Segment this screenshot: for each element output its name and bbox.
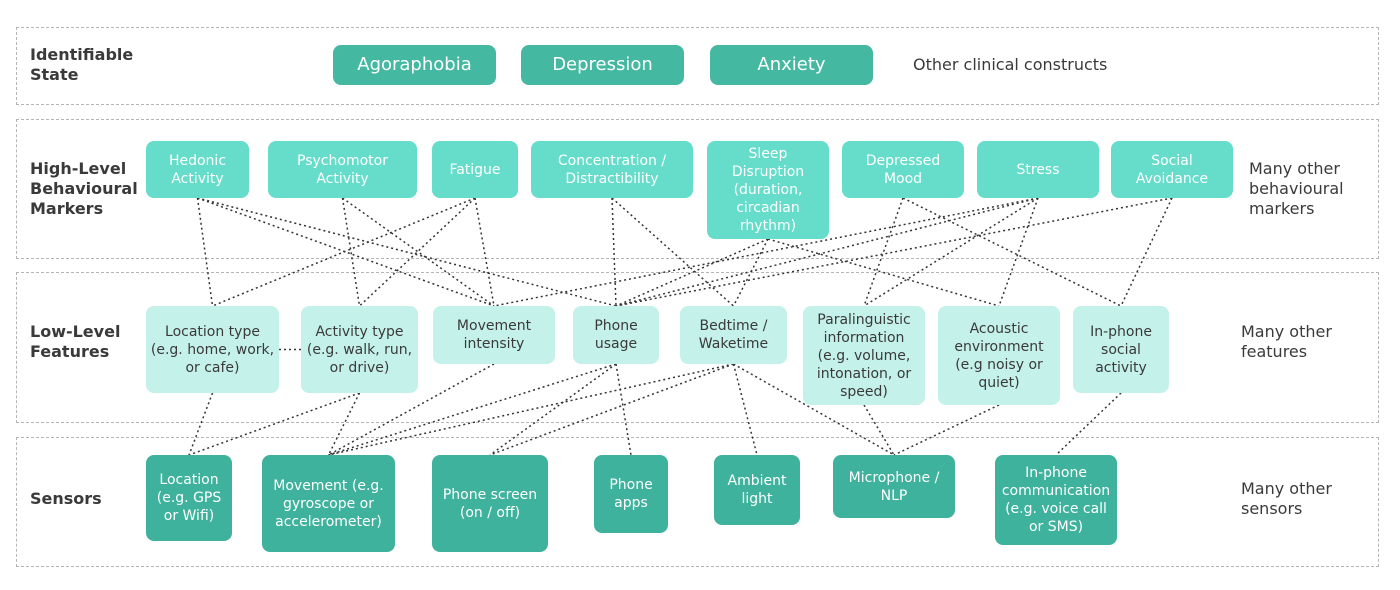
link-high-2-low-0 (212, 197, 476, 307)
feature-activity-type: Activity type (e.g. walk, run, or drive) (301, 306, 418, 393)
link-high-0-low-0 (196, 197, 214, 307)
link-low-1-sensor-1 (327, 392, 361, 456)
marker-concentration: Concentration / Distractibility (531, 141, 693, 198)
link-high-4-low-4 (732, 238, 769, 307)
other-features: Many other features (1241, 322, 1332, 361)
link-high-7-low-7 (1120, 197, 1173, 307)
low-level-row (16, 272, 1379, 423)
sensor-ambient-light: Ambient light (714, 455, 800, 525)
link-low-4-sensor-1 (328, 363, 734, 456)
feature-acoustic-environment: Acoustic environment (e.g noisy or quiet… (938, 306, 1060, 405)
other-clinical-constructs: Other clinical constructs (913, 55, 1108, 74)
marker-depressed-mood: Depressed Mood (842, 141, 964, 198)
link-high-2-low-1 (358, 197, 476, 307)
link-high-1-low-2 (342, 197, 495, 307)
link-high-2-low-2 (474, 197, 495, 307)
high-level-label: High-Level Behavioural Markers (30, 159, 138, 218)
marker-fatigue: Fatigue (432, 141, 518, 198)
sensor-microphone-nlp: Microphone / NLP (833, 455, 955, 518)
link-low-3-sensor-3 (615, 363, 632, 456)
feature-in-phone-social-activity: In-phone social activity (1073, 306, 1169, 393)
link-low-5-sensor-5 (863, 404, 895, 456)
feature-bedtime-waketime: Bedtime / Waketime (680, 306, 787, 364)
sensors-label: Sensors (30, 489, 102, 508)
marker-stress: Stress (977, 141, 1099, 198)
feature-location-type: Location type (e.g. home, work, or cafe) (146, 306, 279, 393)
identifiable-state-row (16, 27, 1379, 105)
link-low-4-sensor-2 (489, 363, 734, 456)
link-low-3-sensor-1 (328, 363, 617, 456)
marker-social-avoidance: Social Avoidance (1111, 141, 1233, 198)
link-low-7-sensor-6 (1055, 392, 1122, 456)
feature-phone-usage: Phone usage (573, 306, 659, 364)
state-anxiety: Anxiety (710, 45, 873, 85)
link-low-3-sensor-2 (489, 363, 617, 456)
link-high-5-low-7 (902, 197, 1122, 307)
sensor-phone-screen: Phone screen (on / off) (432, 455, 548, 552)
link-high-4-low-3 (615, 238, 769, 307)
marker-hedonic-activity: Hedonic Activity (146, 141, 249, 198)
link-low-4-sensor-5 (733, 363, 895, 456)
link-high-3-low-4 (611, 197, 734, 307)
link-high-1-low-1 (341, 197, 361, 307)
sensor-location: Location (e.g. GPS or Wifi) (146, 455, 232, 541)
sensors-row (16, 437, 1379, 567)
other-behavioural-markers: Many other behavioural markers (1249, 159, 1344, 218)
link-low-4-sensor-4 (732, 363, 758, 456)
feature-paralinguistic-information: Paralinguistic information (e.g. volume,… (803, 306, 925, 405)
marker-sleep-disruption: Sleep Disruption (duration, circadian rh… (707, 141, 829, 239)
marker-psychomotor-activity: Psychomotor Activity (268, 141, 417, 198)
state-agoraphobia: Agoraphobia (333, 45, 496, 85)
other-sensors: Many other sensors (1241, 479, 1332, 518)
state-depression: Depression (521, 45, 684, 85)
feature-movement-intensity: Movement intensity (433, 306, 555, 364)
sensor-phone-apps: Phone apps (594, 455, 668, 533)
identifiable-state-label: Identifiable State (30, 45, 134, 84)
high-level-row (16, 119, 1379, 259)
link-high-4-low-6 (767, 238, 1000, 307)
link-high-0-low-3 (197, 197, 617, 307)
link-low-0-sensor-0 (188, 392, 214, 456)
link-low-1-sensor-0 (188, 392, 360, 456)
link-high-6-low-6 (998, 197, 1039, 307)
sensor-movement: Movement (e.g. gyroscope or acceleromete… (262, 455, 395, 552)
link-high-7-low-3 (615, 197, 1173, 307)
sensor-in-phone-communication: In-phone communication (e.g. voice call … (995, 455, 1117, 545)
low-level-label: Low-Level Features (30, 322, 121, 361)
link-high-3-low-3 (611, 197, 617, 307)
link-low-2-sensor-1 (328, 363, 495, 456)
link-low-6-sensor-5 (893, 404, 1000, 456)
link-high-5-low-5 (863, 197, 904, 307)
link-high-6-low-5 (863, 197, 1039, 307)
